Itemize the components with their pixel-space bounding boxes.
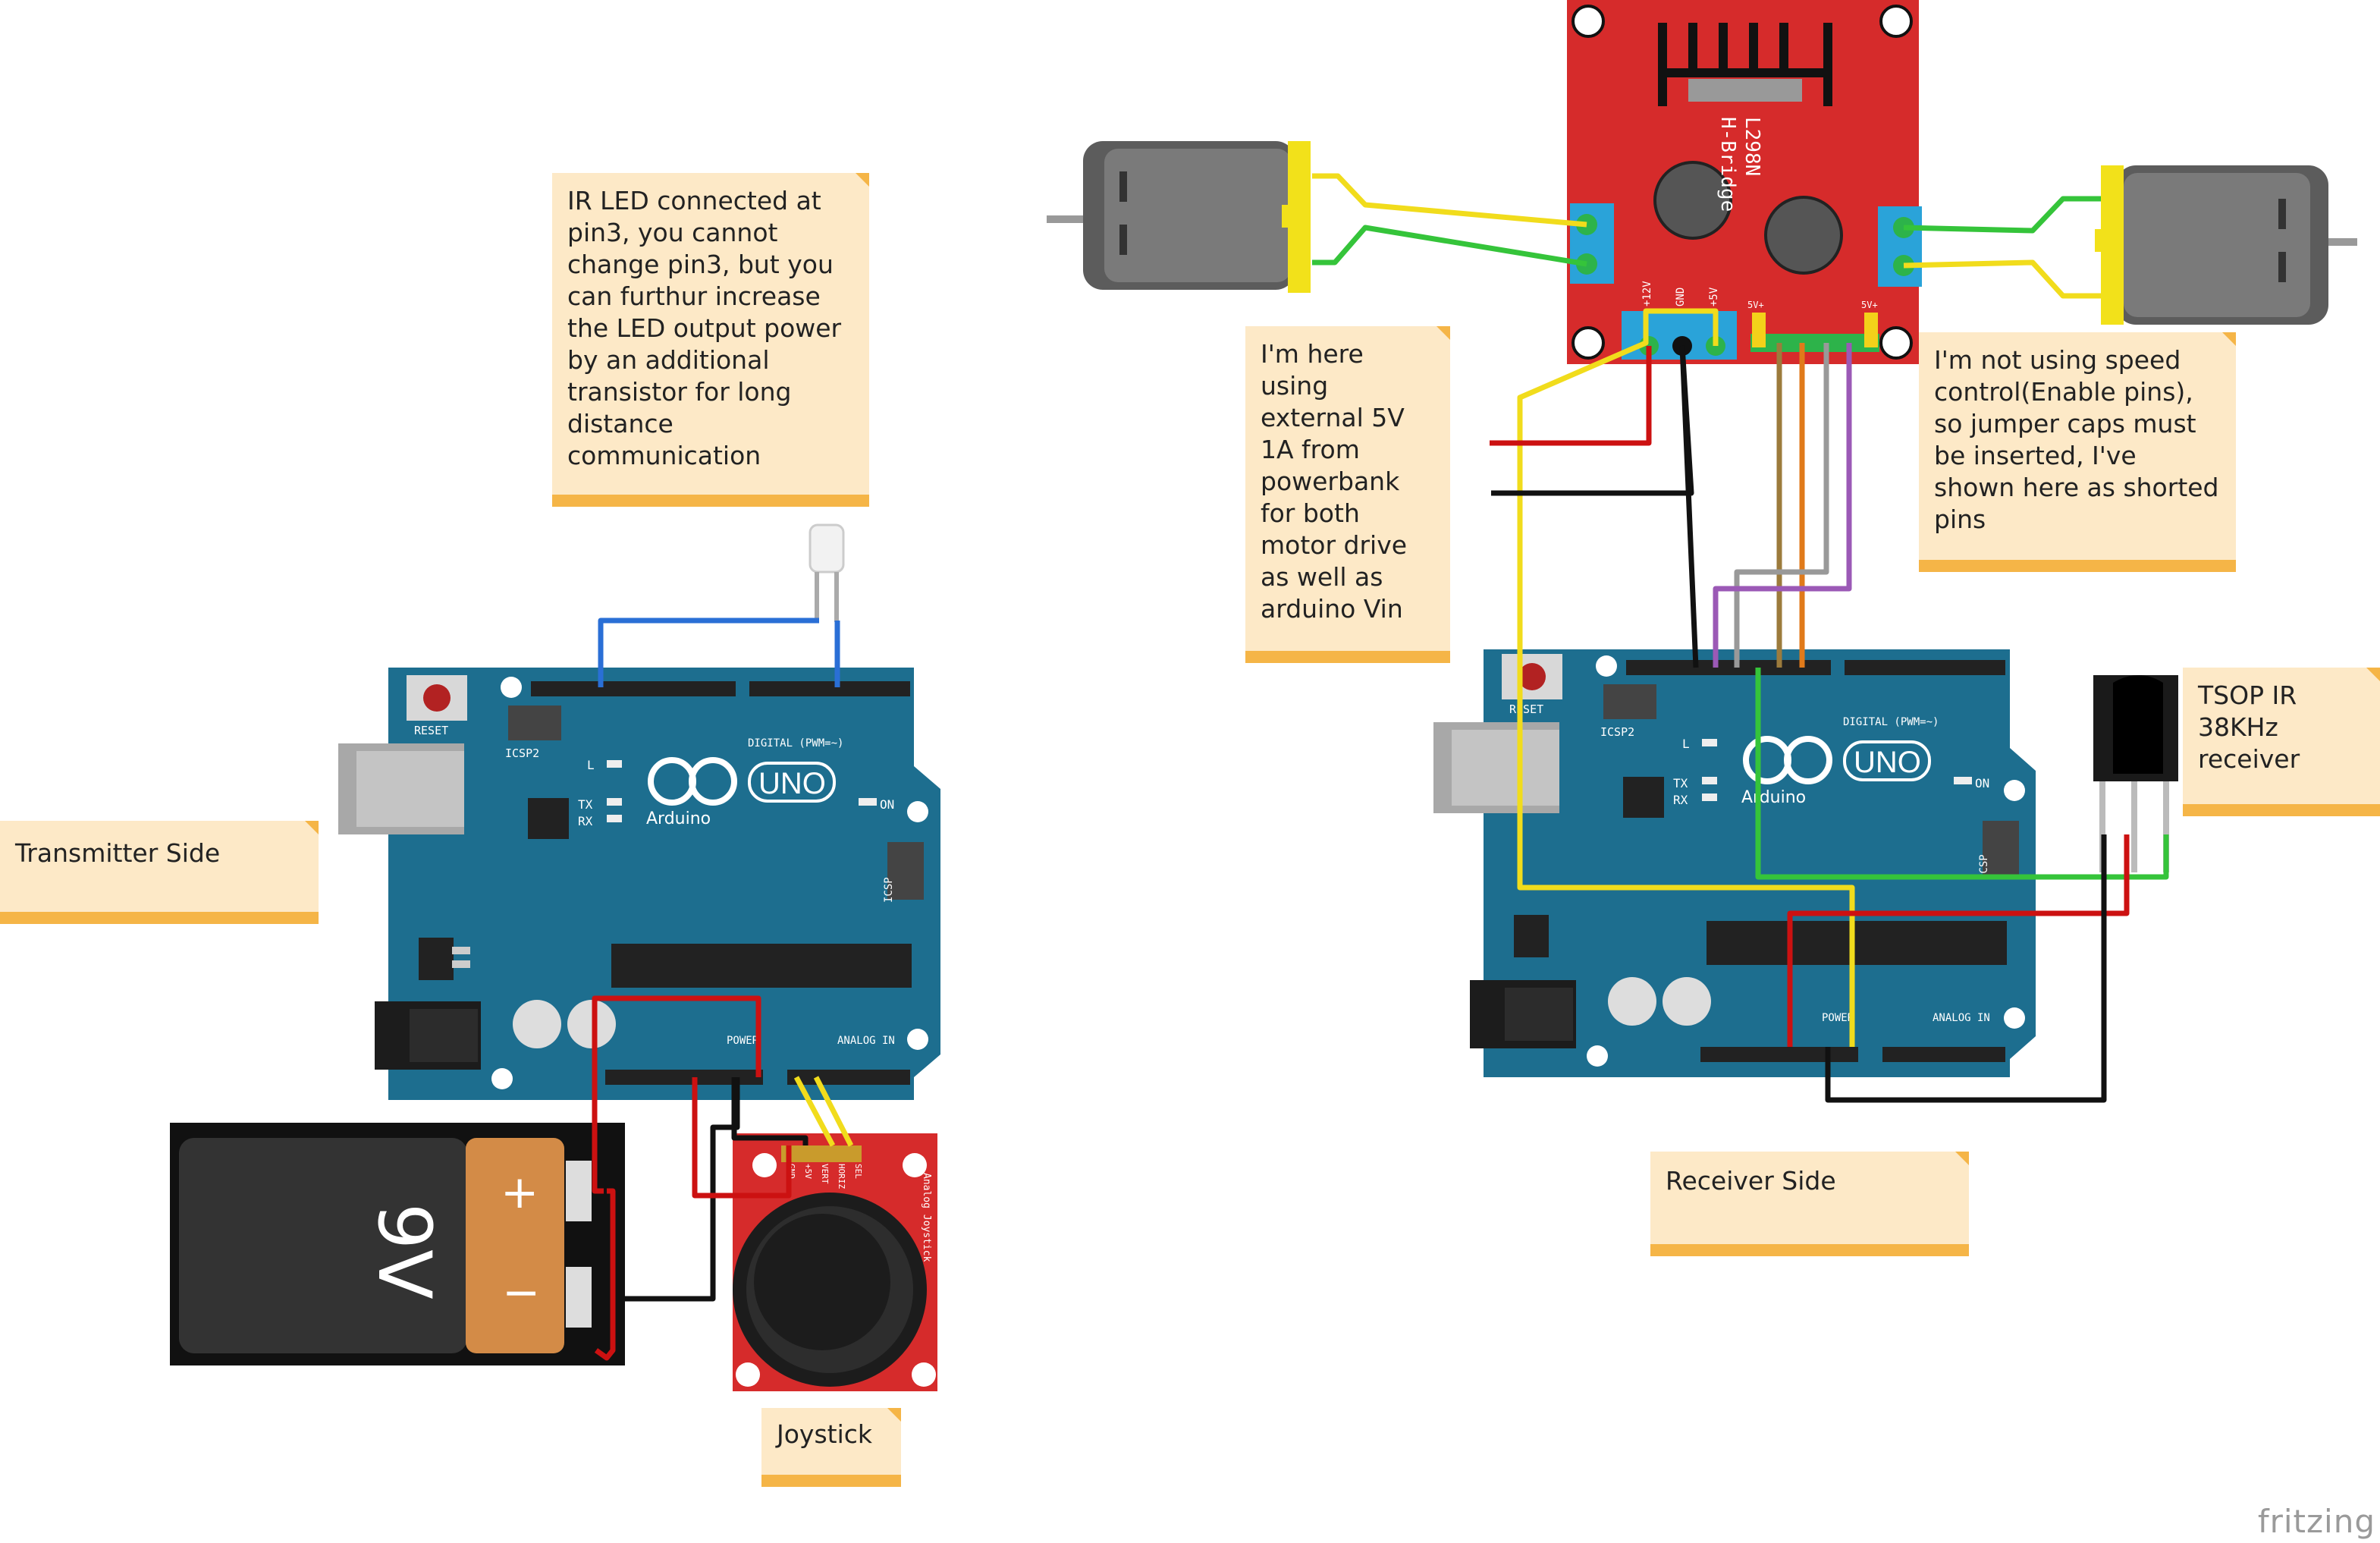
joystick-pin-horiz: HORIZ — [837, 1164, 846, 1189]
wire-in3 — [1734, 343, 1829, 668]
note-speed: I'm not using speed control(Enable pins)… — [1919, 332, 2236, 572]
tx-label: TX — [578, 797, 593, 812]
driver-jumper-b: 5V+ — [1861, 300, 1878, 310]
analog-label: ANALOG IN — [1933, 1012, 1990, 1024]
wire-driver-gnd-arduino — [1679, 345, 1699, 668]
wire-tsop-signal — [1755, 668, 2169, 880]
motor-right — [2095, 165, 2357, 325]
joystick-board-label: Analog Joystick — [921, 1173, 932, 1262]
battery-label: 9V — [362, 1203, 447, 1299]
icsp-label: ICSP — [883, 877, 895, 903]
driver-title: L298N H-Bridge — [1716, 117, 1763, 212]
driver-pin-gnd: GND — [1675, 288, 1687, 306]
wire-joystick-a0 — [793, 1076, 836, 1147]
on-label: ON — [880, 797, 894, 812]
arduino-logo — [1743, 736, 1931, 784]
power-label: POWER — [727, 1035, 759, 1047]
wire-tsop-gnd — [1825, 834, 2107, 1103]
joystick-pin-sel: SEL — [853, 1164, 863, 1179]
l298n-driver-board: L298N H-Bridge +12V GND +5V 5V+ 5V+ — [1567, 0, 1922, 364]
l-label: L — [587, 758, 595, 772]
note-receiver-text: Receiver Side — [1666, 1166, 1836, 1196]
arduino-brand: Arduino — [646, 809, 711, 828]
note-ir-led-text: IR LED connected at pin3, you cannot cha… — [567, 186, 842, 470]
wire-motor-left-b — [1312, 225, 1587, 267]
analog-label: ANALOG IN — [837, 1035, 895, 1047]
icsp2-label: ICSP2 — [505, 746, 539, 760]
note-power: I'm here using external 5V 1A from power… — [1245, 326, 1450, 663]
ir-led — [809, 523, 845, 622]
joystick-module: GND +5V VERT HORIZ SEL Analog Joystick — [733, 1133, 937, 1391]
battery-9v: 9V + − — [170, 1123, 625, 1365]
joystick-pin-vert: VERT — [820, 1164, 830, 1184]
note-tsop-text: TSOP IR 38KHz receiver — [2198, 680, 2300, 774]
tsop-ir-receiver — [2093, 675, 2178, 872]
power-header — [1700, 1047, 1858, 1062]
wire-tsop-vcc — [1787, 834, 2130, 1047]
reset-button[interactable] — [423, 684, 451, 712]
wire-joystick-5v — [692, 1077, 792, 1199]
note-speed-text: I'm not using speed control(Enable pins)… — [1934, 345, 2219, 534]
battery-plus: + — [501, 1166, 538, 1219]
digital-label: DIGITAL (PWM=~) — [1843, 716, 1939, 728]
power-label: POWER — [1822, 1012, 1854, 1024]
icsp2-label: ICSP2 — [1600, 725, 1634, 739]
icsp-label: ICSP — [1978, 854, 1990, 880]
digital-label: DIGITAL (PWM=~) — [748, 737, 843, 750]
wire-ir-led-gnd — [598, 618, 819, 687]
driver-pin-5v: +5V — [1708, 287, 1720, 306]
joystick-pin-5v: +5V — [803, 1164, 813, 1179]
transmitter-arduino-board: UNO Arduino RESET ICSP2 DIGITAL (PWM=~) … — [338, 668, 940, 1100]
note-tsop: TSOP IR 38KHz receiver — [2183, 668, 2380, 816]
uno-label: UNO — [758, 767, 826, 800]
rx-label: RX — [1673, 793, 1688, 807]
wires — [592, 173, 2169, 1361]
driver-jumper-a: 5V+ — [1747, 300, 1764, 310]
power-header — [605, 1070, 763, 1085]
arduino-logo — [648, 757, 836, 806]
note-power-text: I'm here using external 5V 1A from power… — [1261, 339, 1408, 624]
note-receiver: Receiver Side — [1650, 1152, 1969, 1256]
wire-driver-5v-vin — [1517, 308, 1855, 1047]
analog-header — [787, 1070, 910, 1085]
digital-header — [531, 681, 736, 696]
note-joystick-text: Joystick — [777, 1419, 873, 1449]
wire-battery-plus-vin — [592, 995, 761, 1194]
atmega-chip — [611, 944, 912, 988]
l-label: L — [1682, 737, 1690, 751]
heatsink — [1658, 23, 1832, 106]
wire-joystick-a1 — [813, 1076, 854, 1147]
receiver-arduino-board: UNO Arduino RESET ICSP2 DIGITAL (PWM=~) … — [1433, 649, 2036, 1077]
fritzing-watermark: fritzing — [2257, 1503, 2375, 1540]
wire-motor-right-b — [1903, 259, 2101, 299]
note-transmitter-text: Transmitter Side — [15, 838, 221, 868]
rx-label: RX — [578, 814, 593, 828]
wire-joystick-gnd — [731, 1077, 809, 1145]
on-label: ON — [1975, 776, 1989, 790]
wire-battery-minus-gnd — [604, 1077, 740, 1302]
battery-minus: − — [502, 1266, 540, 1319]
wire-in4 — [1713, 343, 1852, 668]
reset-button[interactable] — [1518, 663, 1546, 690]
note-joystick: Joystick — [761, 1408, 901, 1487]
uno-label: UNO — [1854, 746, 1921, 779]
note-ir-led: IR LED connected at pin3, you cannot cha… — [552, 173, 869, 507]
wire-motor-left-a — [1312, 173, 1587, 228]
wire-motor-right-a — [1903, 196, 2101, 234]
atmega-chip — [1707, 921, 2007, 965]
note-transmitter: Transmitter Side — [0, 821, 319, 924]
motor-left — [1047, 141, 1311, 293]
driver-pin-12v: +12V — [1641, 281, 1653, 306]
reset-label: RESET — [1509, 702, 1543, 716]
arduino-brand: Arduino — [1741, 788, 1806, 807]
analog-header — [1882, 1047, 2005, 1062]
wire-driver-12v — [1490, 346, 1652, 446]
tx-label: TX — [1673, 776, 1688, 790]
reset-label: RESET — [414, 724, 448, 737]
